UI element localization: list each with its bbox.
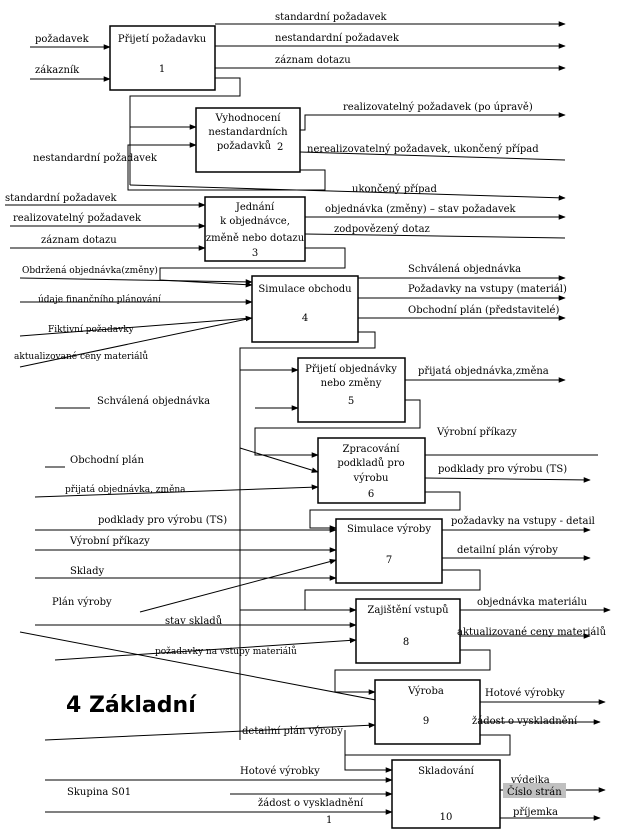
process-box-1: Přijetí požadavku 1 bbox=[109, 25, 216, 91]
box-2-num: 2 bbox=[277, 142, 283, 153]
label-realiz-po-uprave: realizovatelný požadavek (po úpravě) bbox=[343, 102, 533, 113]
label-obdrzena: Obdržená objednávka(změny) bbox=[22, 265, 158, 276]
label-aktualiz-out: aktualizované ceny materiálů bbox=[457, 626, 607, 638]
box-5-label-2: nebo změny bbox=[321, 378, 382, 389]
label-prijata-out: přijatá objednávka,změna bbox=[418, 366, 549, 377]
process-box-9: Výroba 9 bbox=[374, 679, 481, 745]
label-aktualiz-in: aktualizované ceny materiálů bbox=[14, 350, 148, 362]
label-schvalena-in: Schválená objednávka bbox=[97, 396, 210, 407]
label-podklady-out: podklady pro výrobu (TS) bbox=[438, 464, 567, 475]
box-8-label: Zajištění vstupů bbox=[367, 604, 449, 616]
label-stav-skladu: stav skladů bbox=[165, 615, 223, 627]
box-3-label-3: změně nebo dotazu bbox=[206, 233, 305, 244]
label-cislo-stran: Číslo strán bbox=[507, 786, 562, 798]
box-4-label: Simulace obchodu bbox=[258, 284, 352, 295]
box-6-num: 6 bbox=[368, 489, 374, 500]
box-9-label: Výroba bbox=[407, 686, 444, 697]
process-box-6: Zpracování podkladů pro výrobu 6 bbox=[317, 437, 426, 504]
box-7-num: 7 bbox=[386, 555, 392, 566]
label-obchodni-plan-in: Obchodní plán bbox=[70, 455, 144, 466]
label-realiz-in: realizovatelný požadavek bbox=[13, 213, 142, 224]
label-nestd-poz-in: nestandardní požadavek bbox=[33, 153, 158, 164]
box-6-label-2: podkladů pro bbox=[337, 457, 404, 469]
label-std-poz-in: standardní požadavek bbox=[5, 193, 117, 204]
label-detail-plan-out: detailní plán výroby bbox=[457, 545, 558, 556]
box-4-num: 4 bbox=[302, 313, 308, 324]
label-page-num: 1 bbox=[326, 815, 332, 826]
process-box-3: Jednání k objednávce, změně nebo dotazu … bbox=[204, 196, 306, 262]
process-box-7: Simulace výroby 7 bbox=[335, 518, 443, 584]
box-5-num: 5 bbox=[348, 396, 354, 407]
label-pozadavek: požadavek bbox=[35, 34, 90, 45]
label-plan-vyroby: Plán výroby bbox=[52, 597, 112, 608]
label-vyrobni-prikazy-out: Výrobní příkazy bbox=[436, 427, 517, 438]
label-pozad-vstupy-mat-in: požadavky na vstupy materiálů bbox=[155, 645, 297, 657]
box-1-label: Přijetí požadavku bbox=[118, 34, 207, 45]
diagram-heading: 4 Základní bbox=[66, 693, 197, 718]
label-udaje-fin: údaje finančního plánování bbox=[38, 294, 161, 305]
label-std-poz-out: standardní požadavek bbox=[275, 12, 387, 23]
label-ukonceny: ukončený případ bbox=[352, 184, 437, 195]
label-detail-plan-in: detailní plán výroby bbox=[242, 726, 343, 737]
label-nerealiz: nerealizovatelný požadavek, ukončený pří… bbox=[307, 144, 539, 155]
label-sklady: Sklady bbox=[70, 566, 104, 577]
box-1-num: 1 bbox=[159, 64, 165, 75]
label-hotove-in: Hotové výrobky bbox=[240, 766, 320, 777]
box-10-label: Skladování bbox=[418, 766, 475, 777]
process-box-2: Vyhodnocení nestandardních požadavků 2 bbox=[195, 107, 301, 173]
arrow-labels: požadavek zákazník standardní požadavek … bbox=[5, 12, 607, 826]
cislo-stran-tag: Číslo strán bbox=[503, 783, 566, 798]
label-objednavka-mat: objednávka materiálu bbox=[477, 597, 588, 608]
box-7-label: Simulace výroby bbox=[347, 524, 431, 535]
connectors bbox=[5, 21, 611, 821]
label-skupina: Skupina S01 bbox=[67, 787, 131, 798]
process-box-10: Skladování 10 bbox=[391, 759, 501, 829]
box-2-label-3: požadavků bbox=[217, 140, 272, 152]
label-obchodni-plan-out: Obchodní plán (představitelé) bbox=[408, 305, 559, 316]
box-6-label-3: výrobu bbox=[353, 473, 390, 484]
label-schvalena-out: Schválená objednávka bbox=[408, 264, 521, 275]
box-2-label-1: Vyhodnocení bbox=[215, 113, 282, 124]
process-box-5: Přijetí objednávky nebo změny 5 bbox=[297, 357, 406, 423]
label-zakaznik: zákazník bbox=[35, 65, 80, 76]
box-5-label-1: Přijetí objednávky bbox=[305, 364, 397, 375]
label-objednavka-zmeny: objednávka (změny) – stav požadavek bbox=[325, 204, 517, 215]
box-9-num: 9 bbox=[423, 716, 429, 727]
box-10-num: 10 bbox=[440, 812, 453, 823]
box-3-num: 3 bbox=[252, 248, 258, 259]
label-zadost-in: žádost o vyskladnění bbox=[258, 798, 364, 809]
label-pozad-detail: požadavky na vstupy - detail bbox=[451, 516, 595, 527]
label-fiktivni: Fiktivní požadavky bbox=[48, 324, 135, 335]
box-8-num: 8 bbox=[403, 637, 409, 648]
label-zaznam-out: záznam dotazu bbox=[275, 55, 351, 66]
label-prijemka: příjemka bbox=[513, 807, 558, 818]
label-vyrobni-prikazy-in: Výrobní příkazy bbox=[69, 536, 150, 547]
label-zodpovezeny: zodpovězený dotaz bbox=[334, 224, 430, 235]
box-2-label-2: nestandardních bbox=[208, 127, 288, 138]
label-nestd-poz-out: nestandardní požadavek bbox=[275, 33, 400, 44]
box-3-label-1: Jednání bbox=[235, 202, 275, 213]
box-6-label-1: Zpracování bbox=[343, 444, 401, 455]
label-vydejka: výdejka bbox=[510, 775, 550, 786]
box-3-label-2: k objednávce, bbox=[220, 216, 290, 227]
label-zaznam-in: záznam dotazu bbox=[41, 235, 117, 246]
label-hotove-out: Hotové výrobky bbox=[485, 688, 565, 699]
label-podklady-in: podklady pro výrobu (TS) bbox=[98, 515, 227, 526]
label-prijata-in: přijatá objednávka, změna bbox=[65, 484, 186, 495]
label-zadost-out: žádost o vyskladnění bbox=[472, 716, 578, 727]
label-pozad-vstupy-mat: Požadavky na vstupy (materiál) bbox=[408, 284, 567, 295]
process-box-4: Simulace obchodu 4 bbox=[251, 275, 359, 343]
process-box-8: Zajištění vstupů 8 bbox=[355, 598, 461, 664]
